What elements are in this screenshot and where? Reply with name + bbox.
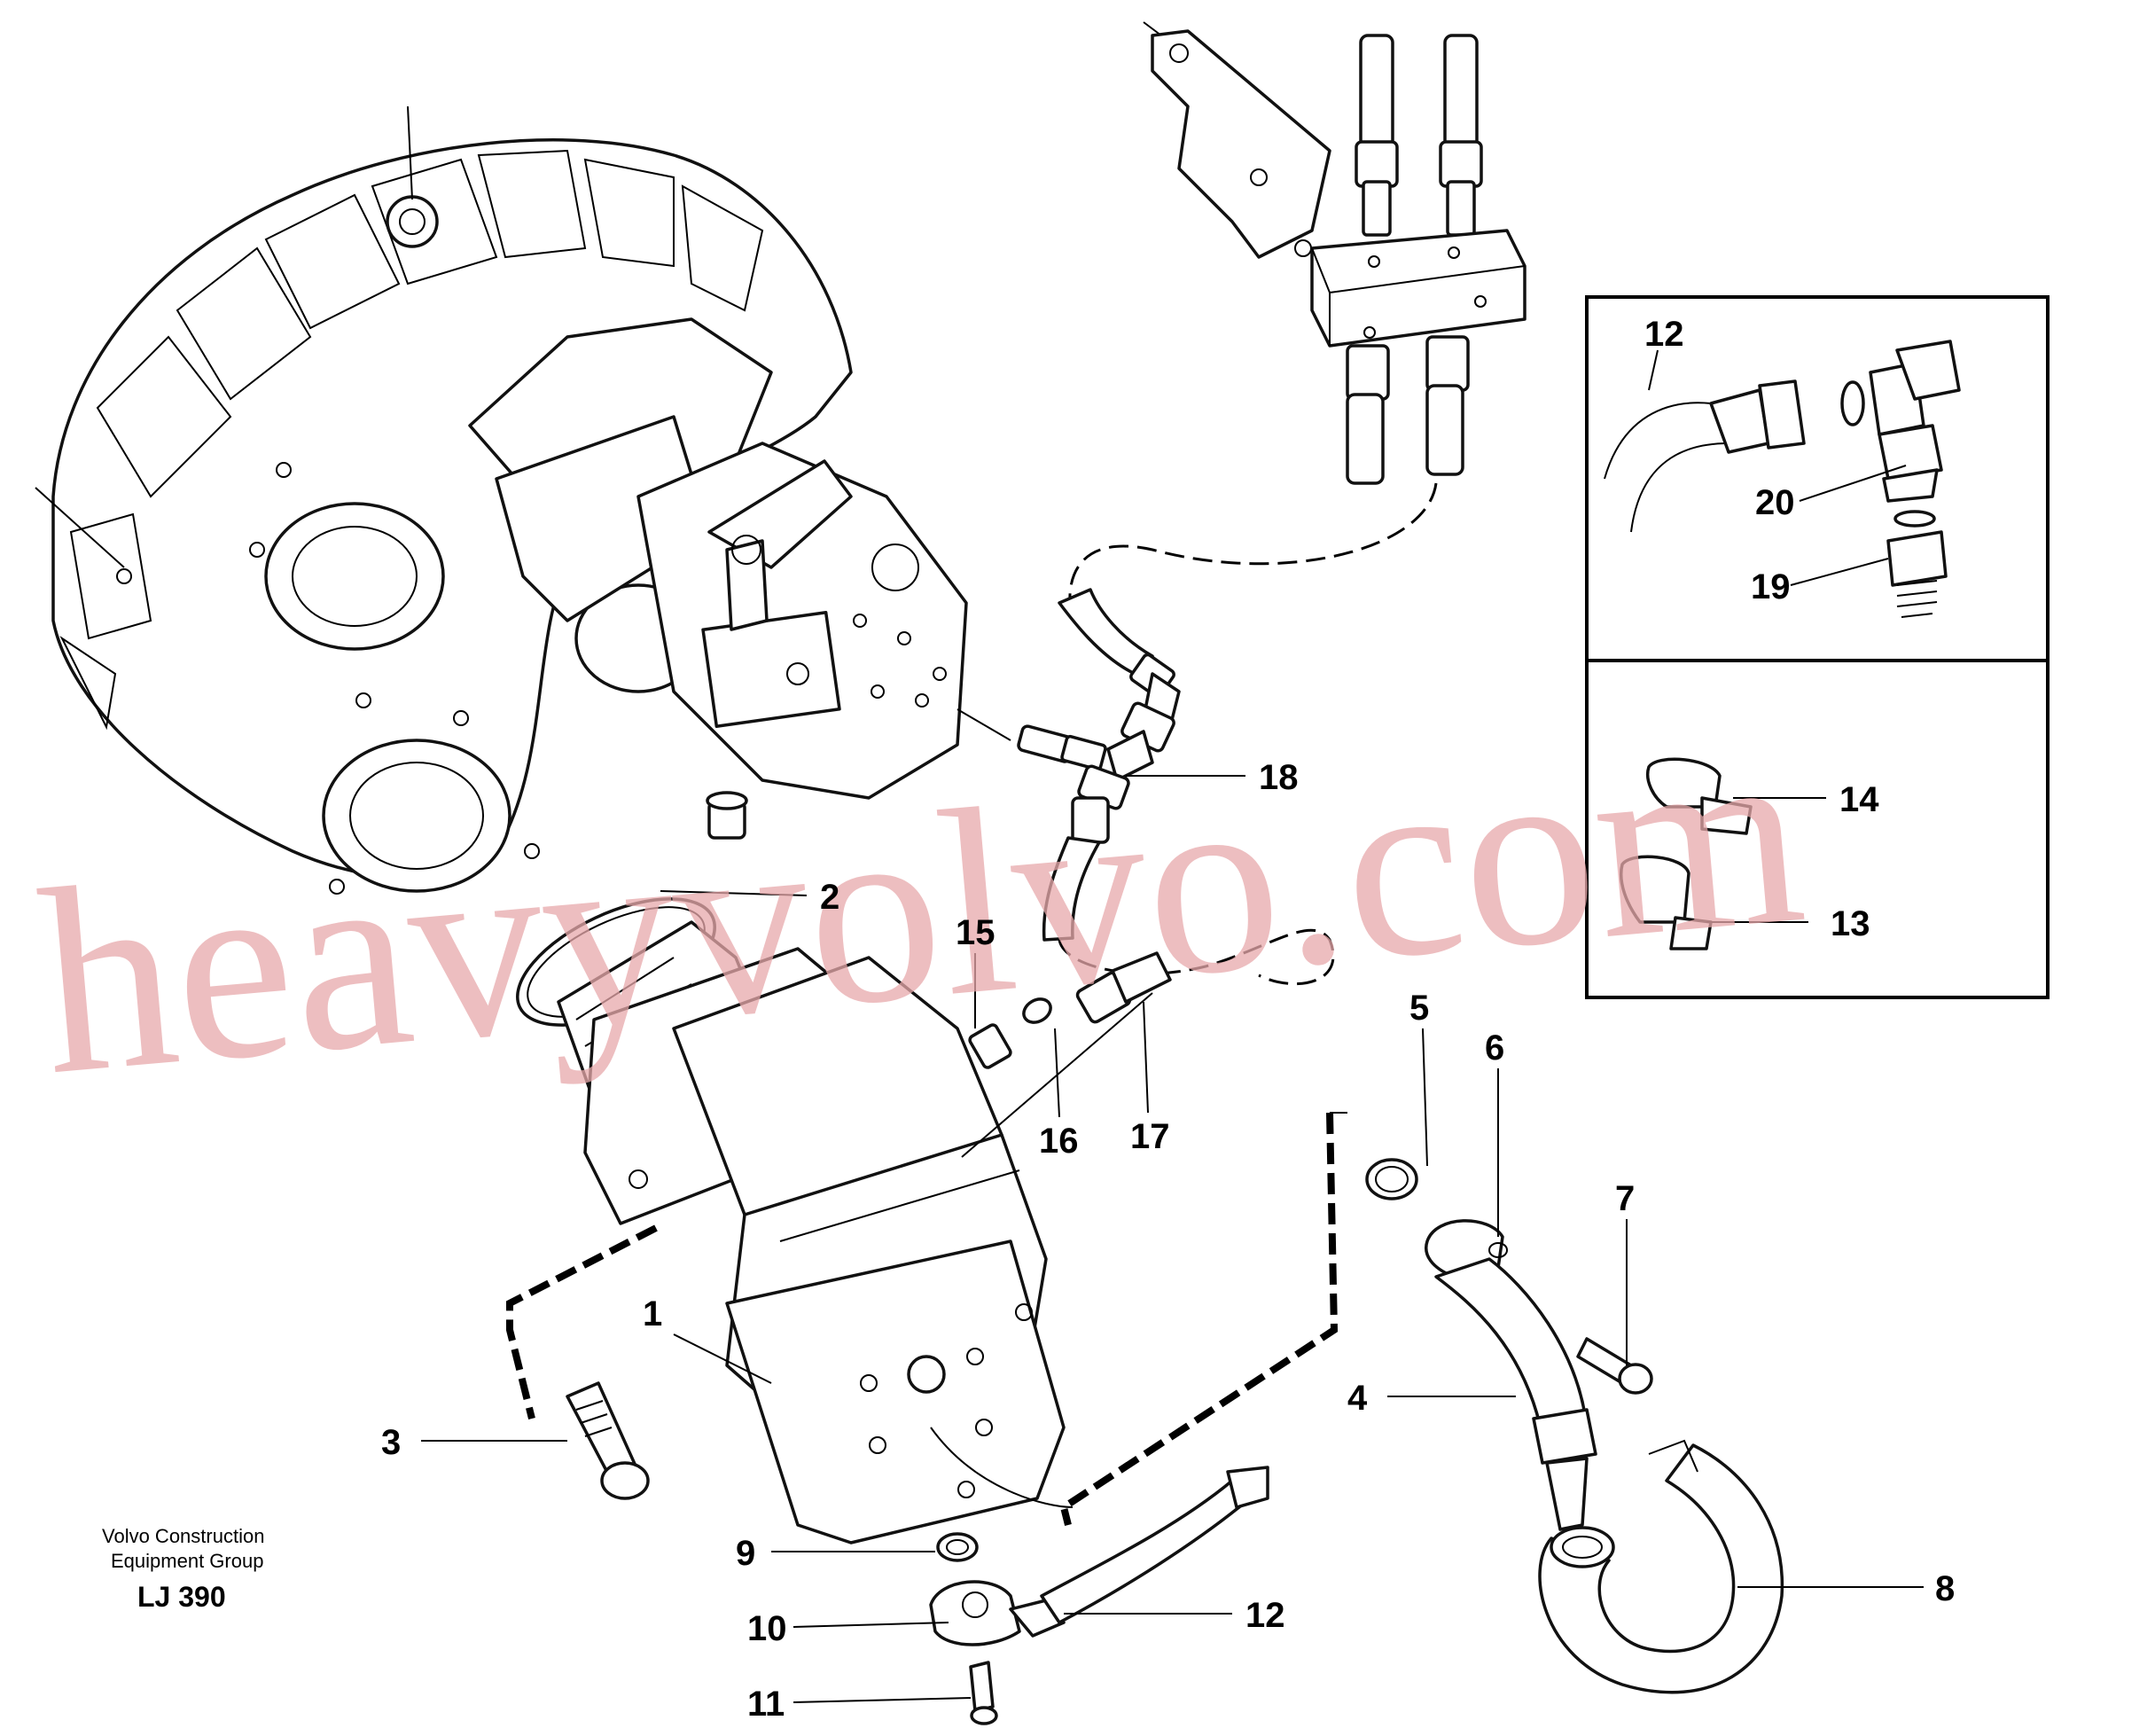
callout-17: 17 [1130, 1117, 1170, 1156]
inset-labels: 12 20 19 14 13 [1644, 315, 1879, 943]
callout-7: 7 [1615, 1179, 1635, 1218]
callout-3: 3 [381, 1423, 401, 1462]
callout-10: 10 [747, 1609, 787, 1648]
inset-callout-14: 14 [1839, 780, 1879, 819]
inset-bottom-clamp [1620, 757, 1753, 950]
inset-callout-20: 20 [1755, 483, 1795, 522]
callout-11: 11 [747, 1685, 785, 1724]
callout-labels: 2 1 3 4 5 6 7 8 9 10 11 12 15 16 17 18 [381, 758, 1955, 1724]
credit-block: Volvo Construction Equipment Group LJ 39… [102, 1525, 264, 1613]
callout-leaders [421, 349, 1924, 1703]
pressure-hose-assembly [929, 1427, 1269, 1725]
callout-15: 15 [956, 913, 996, 952]
callout-9: 9 [736, 1534, 755, 1573]
callout-2: 2 [820, 878, 839, 917]
return-pipe-assembly [1365, 1158, 1784, 1694]
housing-plug [706, 791, 748, 840]
inset-top-hose-fitting [1604, 340, 1961, 618]
bolt-3 [566, 1381, 650, 1500]
credit-line-1: Volvo Construction [102, 1525, 264, 1547]
inset-panel [1585, 295, 2050, 999]
small-fittings-15-16-17 [961, 951, 1172, 1158]
drawing-code: LJ 390 [137, 1581, 226, 1613]
upper-hydraulic-pump [468, 317, 968, 800]
valve-block-assembly [1068, 21, 1526, 622]
callout-4: 4 [1347, 1379, 1368, 1418]
callout-12: 12 [1245, 1596, 1285, 1635]
callout-6: 6 [1485, 1028, 1504, 1067]
callout-16: 16 [1039, 1122, 1079, 1161]
callout-18: 18 [1259, 758, 1299, 797]
callout-5: 5 [1409, 989, 1429, 1028]
tee-fitting-assembly [956, 588, 1335, 986]
callout-1: 1 [643, 1294, 662, 1333]
credit-line-2: Equipment Group [111, 1550, 263, 1572]
inset-callout-13: 13 [1831, 904, 1870, 943]
main-hydraulic-pump [506, 897, 1347, 1544]
inset-callout-19: 19 [1751, 567, 1791, 606]
callout-8: 8 [1935, 1569, 1955, 1608]
inset-callout-12: 12 [1644, 315, 1684, 354]
